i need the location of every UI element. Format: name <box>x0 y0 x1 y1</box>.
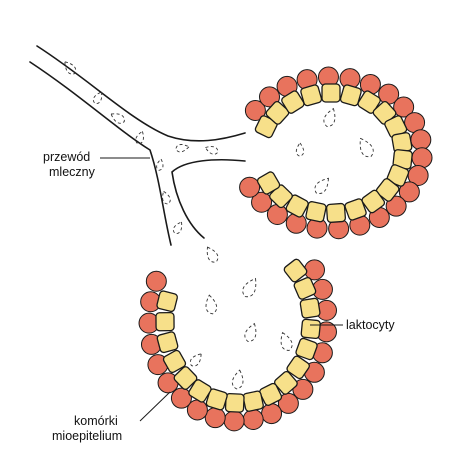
duct-wall <box>171 158 246 239</box>
lower-alveolus-lactocyte <box>293 276 317 300</box>
upper-alveolus-lactocyte <box>361 189 386 214</box>
milk-droplet <box>135 130 144 145</box>
lower-alveolus-lactocyte <box>274 370 298 395</box>
upper-alveolus-lactocyte <box>325 202 347 223</box>
milk-droplet <box>175 144 190 153</box>
milk-droplet <box>359 137 374 158</box>
lower-alveolus-lactocyte <box>286 355 310 380</box>
lower-alveolus-lactocyte <box>299 297 321 319</box>
milk-droplet <box>172 221 183 234</box>
upper-alveolus-myoepithelial-cell <box>244 100 266 122</box>
upper-alveolus-lactocyte <box>281 90 305 114</box>
lactocytes-label: laktocyty <box>346 318 395 332</box>
lower-alveolus-myoepithelial-cell <box>145 270 167 292</box>
milk-droplet <box>295 142 305 157</box>
upper-alveolus-lactocyte <box>256 171 281 195</box>
upper-alveolus-myoepithelial-cell <box>359 73 381 95</box>
lower-alveolus-myoepithelial-cell <box>204 407 226 429</box>
upper-alveolus-myoepithelial-cell <box>385 195 407 217</box>
lower-alveolus-lactocyte <box>156 290 178 313</box>
lower-alveolus-lactocyte <box>259 382 283 406</box>
lower-alveolus-lactocyte <box>205 388 228 411</box>
milk-droplet <box>206 246 219 263</box>
lower-alveolus-lactocyte <box>162 349 187 374</box>
leader-lines <box>100 157 343 422</box>
lower-alveolus-myoepithelial-cell <box>223 410 245 432</box>
milk-droplet <box>92 91 103 104</box>
milk-droplet <box>231 369 244 390</box>
lower-alveolus-lactocyte <box>283 258 308 283</box>
upper-alveolus-myoepithelial-cell <box>398 181 420 203</box>
upper-alveolus-lactocyte <box>357 90 381 114</box>
milk-droplet <box>204 146 219 155</box>
lower-alveolus-myoepithelial-cell <box>261 403 283 425</box>
milk-droplet <box>205 294 218 315</box>
lactocyte-layer <box>155 83 413 413</box>
lower-alveolus-lactocyte <box>300 318 321 340</box>
duct-label-line2: mleczny <box>49 165 95 179</box>
lower-alveolus-myoepithelial-cell <box>242 409 264 431</box>
duct-label-line1: przewód <box>43 150 91 164</box>
lower-alveolus-myoepithelial-cell <box>170 387 192 409</box>
milk-droplet <box>323 107 336 127</box>
myoepithelium-label-line1: komórki <box>74 414 118 428</box>
myoepithelium-leader-line <box>139 391 171 422</box>
upper-alveolus-lactocyte <box>285 194 309 218</box>
upper-alveolus-lactocyte <box>375 178 400 202</box>
lower-alveolus-lactocyte <box>188 379 212 403</box>
milk-droplet <box>244 322 257 342</box>
milk-droplet <box>156 158 164 171</box>
milk-duct <box>29 45 246 246</box>
upper-alveolus-lactocyte <box>300 84 323 107</box>
milk-droplet <box>162 190 171 205</box>
upper-alveolus-myoepithelial-cell <box>239 176 261 198</box>
upper-alveolus-lactocyte <box>339 84 362 107</box>
lower-alveolus-lactocyte <box>155 311 175 332</box>
duct-wall <box>36 45 246 142</box>
milk-droplet <box>189 353 202 367</box>
lower-alveolus-lactocyte <box>295 337 318 361</box>
upper-alveolus-lactocyte <box>321 83 341 103</box>
lower-alveolus-lactocyte <box>242 390 264 412</box>
upper-alveolus-lactocyte <box>344 198 367 221</box>
upper-alveolus-myoepithelial-cell <box>251 191 273 213</box>
duct-wall <box>29 61 172 246</box>
milk-droplet <box>314 177 329 194</box>
milk-droplets <box>64 61 374 390</box>
lower-alveolus-lactocyte <box>173 366 198 390</box>
upper-alveolus-lactocyte <box>305 201 327 223</box>
lower-alveolus-lactocyte <box>224 392 245 413</box>
upper-alveolus-myoepithelial-cell <box>411 147 433 169</box>
lower-alveolus-myoepithelial-cell <box>303 259 325 281</box>
lower-alveolus-lactocyte <box>156 331 179 354</box>
milk-droplet <box>64 61 77 75</box>
milk-droplet <box>110 113 125 124</box>
upper-alveolus-myoepithelial-cell <box>410 129 432 151</box>
upper-alveolus-lactocyte <box>265 100 290 125</box>
milk-droplet <box>242 277 257 298</box>
upper-alveolus-myoepithelial-cell <box>393 96 415 118</box>
milk-droplet <box>280 331 293 351</box>
myoepithelium-label-line2: mioepitelium <box>52 429 123 443</box>
